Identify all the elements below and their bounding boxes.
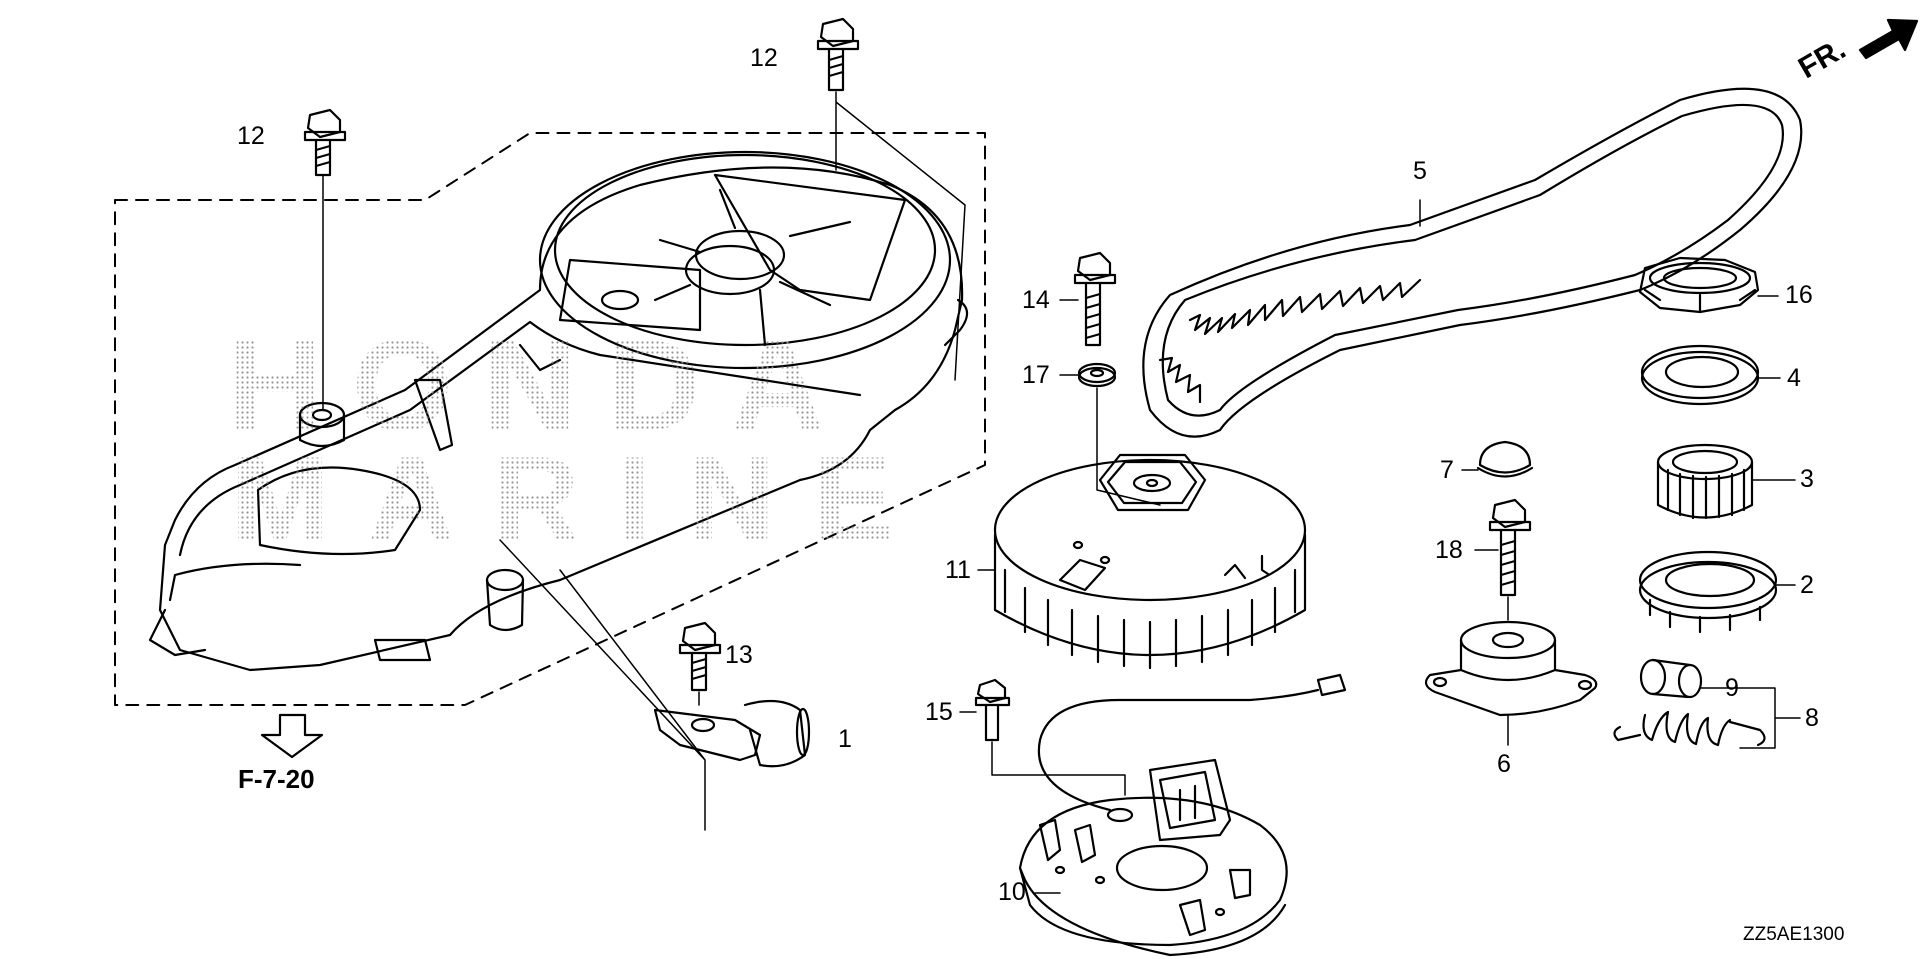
leader-17: [1059, 374, 1161, 506]
tensioner-6: [1424, 620, 1598, 717]
leader-12-top: [835, 91, 966, 381]
nut-16: [1638, 256, 1760, 314]
pulley-3: [1656, 443, 1754, 520]
flywheel-11: [993, 453, 1307, 670]
leader-clamp: [499, 539, 706, 831]
bolt-13: [678, 621, 722, 692]
bolt-12-left: [303, 108, 347, 177]
reference-link[interactable]: F-7-20: [238, 764, 315, 794]
washer-4: [1640, 344, 1760, 406]
callout-5: 5: [1413, 157, 1427, 185]
callout-7: 7: [1440, 456, 1454, 484]
leader-9-8: [1699, 687, 1801, 749]
callout-17: 17: [1022, 361, 1050, 389]
watermark: HONDA MARINE: [228, 312, 931, 566]
callout-4: 4: [1787, 364, 1801, 392]
down-arrow-icon: [260, 713, 324, 759]
callout-12a: 12: [237, 122, 265, 150]
callout-2: 2: [1800, 571, 1814, 599]
watermark-line-2: MARINE: [230, 432, 931, 566]
belt-cover: [148, 150, 969, 672]
callout-18: 18: [1435, 536, 1463, 564]
bolt-15: [974, 678, 1011, 742]
watermark-line-1: HONDA: [228, 312, 855, 458]
callout-16: 16: [1785, 281, 1813, 309]
front-arrow-icon: [1858, 18, 1919, 60]
spring-8: [1613, 710, 1766, 747]
drawing-code: ZZ5AE1300: [1743, 924, 1845, 945]
callout-12b: 12: [750, 44, 778, 72]
leader-18: [1474, 549, 1509, 621]
assembly-outline: [114, 132, 986, 706]
pulser-coil-10: [1018, 673, 1347, 957]
callout-15: 15: [925, 698, 953, 726]
callout-13: 13: [725, 641, 753, 669]
callout-3: 3: [1800, 465, 1814, 493]
bolt-14: [1073, 251, 1117, 347]
bolt-12-top: [816, 17, 860, 92]
washer-17: [1077, 362, 1117, 388]
cap-7: [1476, 440, 1534, 478]
callout-11: 11: [945, 556, 971, 584]
callout-9: 9: [1725, 674, 1739, 702]
callout-1: 1: [838, 725, 852, 753]
callout-10: 10: [998, 878, 1026, 906]
clamp-1: [653, 699, 811, 768]
bolt-18: [1488, 498, 1532, 597]
callout-6: 6: [1497, 750, 1511, 778]
callout-8: 8: [1805, 704, 1819, 732]
collar-9: [1639, 658, 1703, 699]
guide-plate-2: [1638, 550, 1778, 634]
leader-15: [959, 711, 1126, 796]
timing-belt-5: [1142, 87, 1803, 438]
callout-14: 14: [1022, 286, 1050, 314]
